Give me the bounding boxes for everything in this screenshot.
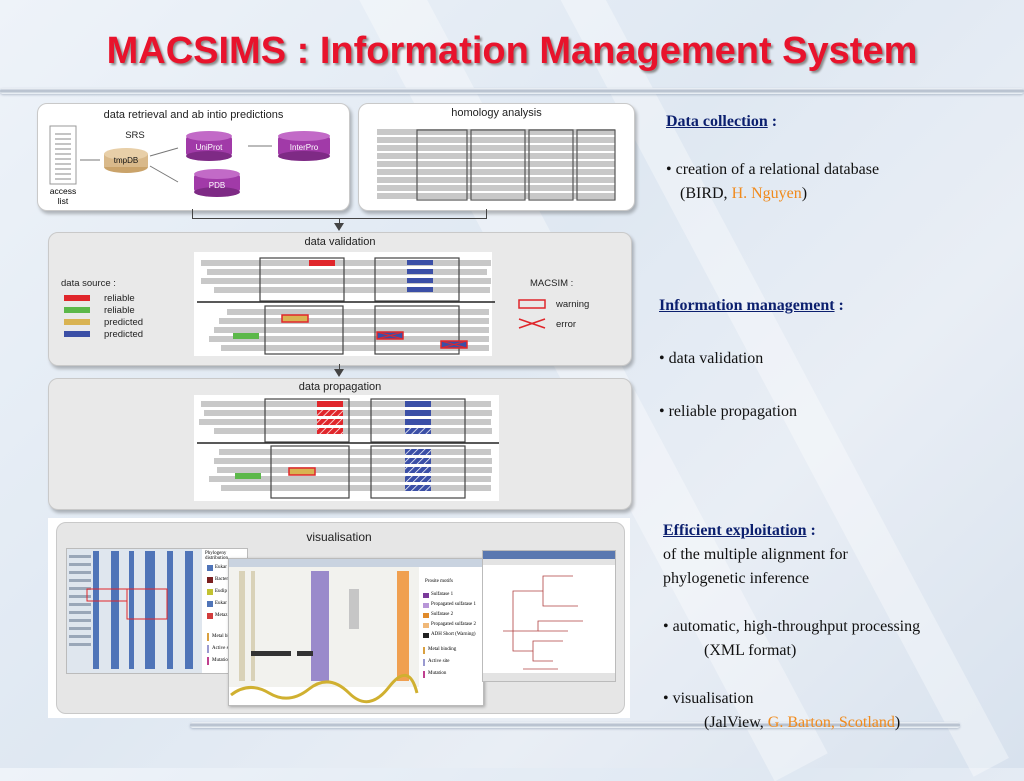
bottom-ribbon [190, 722, 960, 728]
heading-colon: : [838, 297, 844, 314]
bullet-reliable-propagation: • reliable propagation [659, 403, 797, 420]
warning-icon [518, 299, 546, 309]
error-icon [518, 318, 546, 329]
legend-swatches [64, 295, 90, 337]
data-collection-line: • creation of a relational database [666, 161, 880, 178]
jalview-prefix: (JalView, [704, 714, 768, 731]
pdb-label: PDB [209, 181, 225, 190]
propagation-title: data propagation [298, 381, 382, 393]
error-label: error [556, 319, 576, 330]
tree-screenshot [482, 550, 616, 682]
access-list-lines [55, 133, 71, 180]
jalview-suffix: ) [894, 714, 901, 731]
feature-label: Mutation [428, 671, 447, 676]
pdb-database-icon [194, 169, 240, 197]
tmpdb-database-icon [104, 148, 148, 173]
information-management-heading-row: Information management : [659, 294, 1009, 318]
access-list-label: access list [49, 186, 77, 206]
retrieval-diagram: SRS tmpDB UniProt InterPro PDB [49, 125, 330, 197]
efficient-exploitation-section: Efficient exploitation : of the multiple… [663, 519, 1008, 735]
motif-label: Active site [212, 646, 234, 651]
arrow-to-uniprot [149, 147, 179, 157]
connector-line [486, 209, 487, 219]
homology-alignment [377, 129, 616, 201]
connector-line [192, 209, 193, 219]
retrieval-panel: data retrieval and ab intio predictions [37, 103, 350, 211]
legend-label-reliable: reliable [104, 293, 135, 304]
phylo-label: Bacter [215, 577, 229, 582]
interpro-database-icon [278, 131, 330, 161]
uniprot-database-icon [186, 131, 232, 161]
legend-label-reliable: reliable [104, 305, 135, 316]
prosite-label: Sulfatase 2 [431, 612, 454, 617]
bullet-xml-format: (XML format) [704, 642, 797, 659]
data-source-label: data source : [61, 278, 116, 289]
alignment-screenshot: Phylogeny distribution Eukar Bacter Eudi… [66, 548, 248, 674]
motif-screenshot: Prosite motifs Sulfatase 1 Propagated su… [228, 558, 484, 706]
data-collection-heading-row: Data collection : [666, 110, 1006, 134]
srs-label: SRS [125, 130, 145, 141]
down-arrow-icon [334, 369, 344, 377]
uniprot-label: UniProt [196, 143, 223, 152]
bullet-jalview: (JalView, G. Barton, Scotland) [663, 711, 1008, 735]
connector-line [339, 218, 340, 224]
motif-label: Metal bind [212, 634, 234, 639]
homology-title: homology analysis [451, 107, 542, 119]
down-arrow-icon [334, 223, 344, 231]
bullet-data-validation: • data validation [659, 350, 764, 367]
prosite-title: Prosite motifs [425, 579, 453, 584]
data-collection-heading: Data collection [666, 113, 768, 130]
data-collection-line: (BIRD, H. Nguyen) [666, 182, 1006, 206]
author-name: H. Nguyen [731, 185, 802, 202]
prosite-label: Sulfatase 1 [431, 592, 454, 597]
propagation-diagram [194, 395, 499, 501]
validation-title: data validation [304, 236, 376, 248]
feature-label: Metal binding [428, 647, 457, 652]
warning-label: warning [555, 299, 589, 310]
top-ribbon [0, 88, 1024, 94]
author-name: G. Barton, Scotland [767, 714, 895, 731]
heading-colon: : [810, 522, 816, 539]
visualisation-panel: visualisation [48, 518, 630, 718]
phylo-label: Eudip [215, 589, 227, 594]
phylogeny-title: Phylogeny distribution [205, 551, 229, 561]
bird-suffix: ) [801, 185, 808, 202]
validation-diagram: data source : reliable reliable predicte… [61, 252, 589, 356]
legend-label-predicted: predicted [104, 317, 143, 328]
validation-panel: data validation [48, 232, 632, 366]
efficient-exploitation-heading: Efficient exploitation [663, 522, 807, 539]
phylo-label: Eukar [215, 601, 227, 606]
interpro-label: InterPro [290, 143, 319, 152]
feature-label: Active site [428, 659, 450, 664]
efficient-exploitation-heading-row: Efficient exploitation : [663, 519, 1008, 543]
bullet-visualisation: • visualisation [663, 690, 754, 707]
tmpdb-label: tmpDB [114, 156, 138, 165]
phylo-label: Metaz [215, 613, 228, 618]
heading-colon: : [771, 113, 778, 130]
prosite-label: Propagated sulfatase 1 [431, 602, 476, 607]
phylo-label: Eukar [215, 565, 227, 570]
arrow-to-pdb [149, 165, 179, 183]
slide-title: MACSIMS : Information Management System [106, 30, 918, 72]
exploitation-line: of the multiple alignment for [663, 546, 848, 563]
bird-prefix: (BIRD, [680, 185, 732, 202]
visualisation-title: visualisation [306, 530, 372, 544]
data-collection-section: Data collection : • creation of a relati… [666, 110, 1006, 206]
propagation-panel: data propagation [48, 378, 632, 510]
bullet-high-throughput: • automatic, high-throughput processing [663, 618, 921, 635]
prosite-label: ADH Short (Warning) [431, 632, 476, 637]
prosite-label: Propagated sulfatase 2 [431, 622, 476, 627]
information-management-heading: Information management [659, 297, 835, 314]
homology-panel: homology analysis [358, 103, 635, 211]
macsim-label: MACSIM : [530, 278, 573, 289]
retrieval-title: data retrieval and ab intio predictions [103, 109, 284, 121]
motif-label: Mutation [212, 658, 231, 663]
exploitation-line: phylogenetic inference [663, 570, 810, 587]
information-management-section: Information management : • data validati… [659, 294, 1009, 424]
connector-line [339, 364, 340, 370]
access-list-document-icon [49, 125, 77, 185]
legend-label-predicted: predicted [104, 329, 143, 340]
